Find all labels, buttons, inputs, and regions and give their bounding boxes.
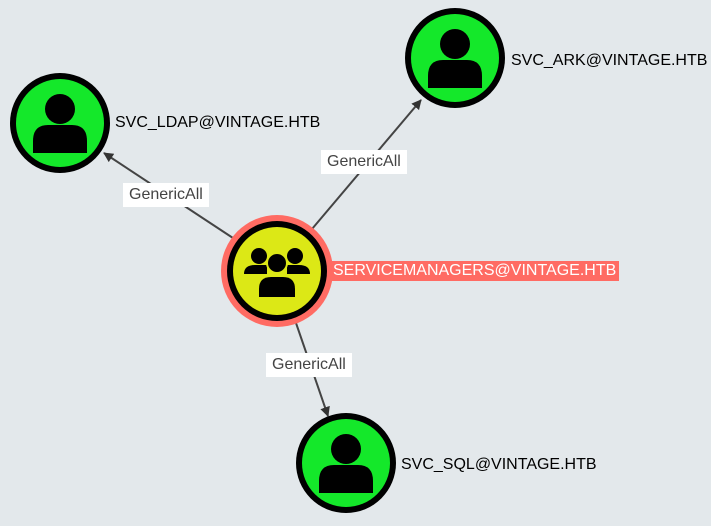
node-group[interactable] (221, 215, 333, 327)
node-label-group[interactable]: SERVICEMANAGERS@VINTAGE.HTB (330, 261, 620, 281)
edge-label-sql[interactable]: GenericAll (266, 353, 352, 377)
node-sql[interactable] (296, 413, 396, 513)
node-label-ldap[interactable]: SVC_LDAP@VINTAGE.HTB (115, 114, 321, 131)
node-ark[interactable] (405, 8, 505, 108)
node-label-ark[interactable]: SVC_ARK@VINTAGE.HTB (511, 52, 708, 69)
node-ldap[interactable] (10, 73, 110, 173)
edge-label-ldap[interactable]: GenericAll (123, 183, 209, 207)
edge-label-ark[interactable]: GenericAll (321, 150, 407, 174)
node-label-sql[interactable]: SVC_SQL@VINTAGE.HTB (401, 456, 597, 473)
group-icon (244, 248, 310, 297)
